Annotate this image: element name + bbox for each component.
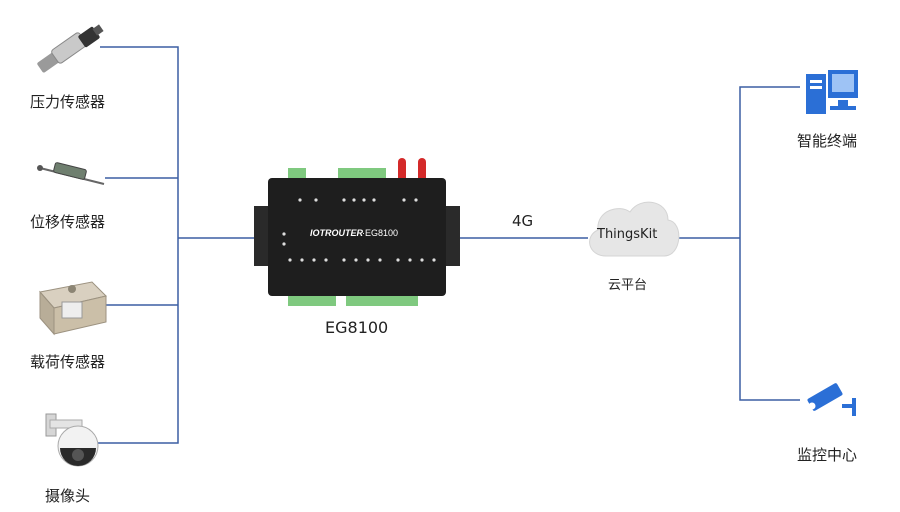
device-label-load: 载荷传感器	[30, 353, 106, 371]
gateway-caption: EG8100	[325, 318, 389, 337]
displacement-sensor-icon	[37, 162, 105, 185]
gateway-brand-label: IOTROUTER	[310, 228, 363, 238]
load-sensor-icon	[39, 281, 107, 336]
computer-icon	[806, 70, 858, 114]
device-label-smart-terminal: 智能终端	[797, 132, 858, 150]
cloud-name-label: ThingsKit	[597, 227, 658, 242]
gateway-model-label: ·EG8100	[362, 228, 398, 238]
link-label-4g: 4G	[512, 212, 534, 230]
device-label-pressure: 压力传感器	[30, 93, 106, 111]
left-bus-line	[92, 46, 179, 444]
right-bus-line	[739, 86, 800, 401]
cloud-caption: 云平台	[608, 278, 648, 293]
gateway-device: IOTROUTER ·EG8100	[254, 158, 460, 306]
cloud-shape	[589, 201, 680, 257]
surveillance-camera-icon	[807, 383, 856, 416]
device-label-camera: 摄像头	[45, 487, 91, 505]
camera-icon	[45, 413, 99, 467]
device-label-displacement: 位移传感器	[30, 213, 106, 231]
device-label-monitoring-center: 监控中心	[797, 446, 858, 464]
pressure-sensor-icon	[37, 24, 104, 73]
connector-lines	[92, 46, 800, 444]
